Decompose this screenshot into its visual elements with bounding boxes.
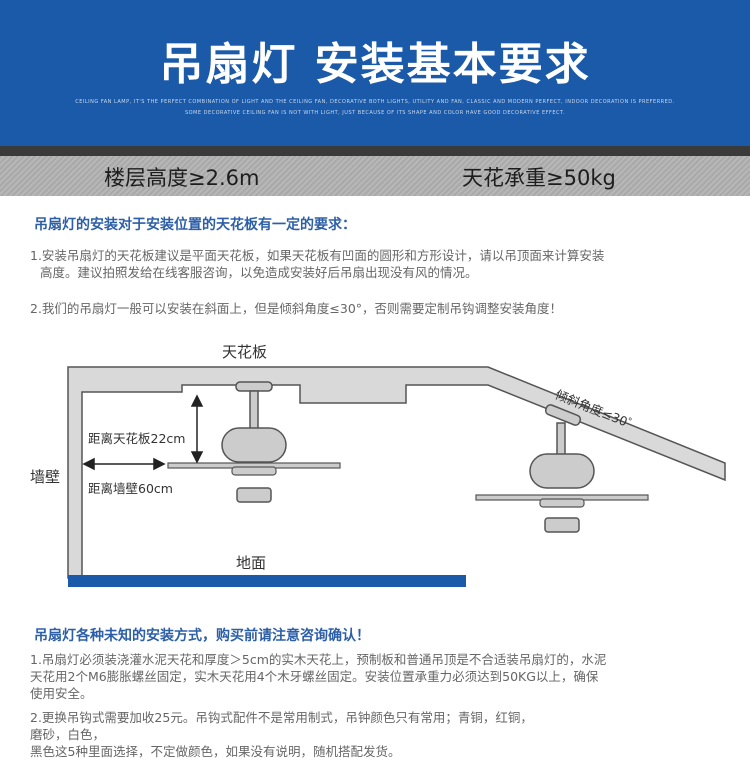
ceiling-load-spec: 天花承重≥50kg — [462, 166, 616, 190]
section2-item1-line1: 1.吊扇灯必须装浇灌水泥天花和厚度＞5cm的实木天花上，预制板和普通吊顶是不合适… — [30, 652, 607, 667]
section2-item2: 2.更换吊钩式需要加收25元。吊钩式配件不是常用制式，吊钟颜色只有常用；青铜，红… — [30, 709, 720, 760]
wall-label: 墙壁 — [30, 468, 61, 486]
section2-item2-line2: 磨砂，白色， — [30, 727, 106, 742]
floor-height-spec: 楼层高度≥2.6m — [104, 166, 260, 190]
section2-item1-line2: 天花用2个M6膨胀螺丝固定，实木天花用4个木牙螺丝固定。安装位置承重力必须达到5… — [30, 669, 599, 684]
ceiling-label: 天花板 — [222, 343, 268, 361]
wall-distance-arrow — [82, 457, 166, 471]
floor-bar — [68, 575, 466, 587]
ceiling-distance-arrow — [190, 394, 204, 464]
ceiling-fan-right — [475, 404, 649, 533]
ceiling-fan-left — [167, 381, 341, 503]
section2-item2-line3: 黑色这5种里面选择，不定做颜色，如果没有说明，随机搭配发货。 — [30, 744, 401, 759]
section1-item1: 1.安装吊扇灯的天花板建议是平面天花板，如果天花板有凹面的圆形和方形设计，请以吊… — [30, 247, 720, 281]
page-title: 吊扇灯 安装基本要求 — [159, 39, 591, 90]
diagram-drawing — [67, 366, 726, 587]
section1-item2: 2.我们的吊扇灯一般可以安装在斜面上，但是倾斜角度≤30°，否则需要定制吊钩调整… — [30, 301, 563, 316]
ceiling-distance-label: 距离天花板22cm — [88, 431, 186, 446]
section2-item2-line1: 2.更换吊钩式需要加收25元。吊钩式配件不是常用制式，吊钟颜色只有常用；青铜，红… — [30, 710, 533, 725]
section2-heading: 吊扇灯各种未知的安装方式，购买前请注意咨询确认！ — [34, 628, 370, 644]
divider-stripe — [0, 146, 750, 156]
installation-diagram: 天花板 墙壁 地面 距离天花板22cm 距离墙壁60cm 倾斜角度≤30゜ — [0, 330, 750, 595]
section2-item1: 1.吊扇灯必须装浇灌水泥天花和厚度＞5cm的实木天花上，预制板和普通吊顶是不合适… — [30, 651, 720, 702]
section1-item1-line1: 1.安装吊扇灯的天花板建议是平面天花板，如果天花板有凹面的圆形和方形设计，请以吊… — [30, 248, 605, 263]
section1-heading: 吊扇灯的安装对于安装位置的天花板有一定的要求： — [34, 217, 356, 233]
header-subtitle: SOME DECORATIVE CEILING FAN IS NOT WITH … — [184, 110, 566, 116]
wall-ceiling-shape — [67, 366, 726, 579]
header-subtitle: CEILING FAN LAMP, IT'S THE PERFECT COMBI… — [75, 99, 675, 105]
header-banner: 吊扇灯 安装基本要求 CEILING FAN LAMP, IT'S THE PE… — [0, 0, 750, 146]
spec-bar: 楼层高度≥2.6m 天花承重≥50kg — [0, 156, 750, 196]
wall-distance-label: 距离墙壁60cm — [88, 481, 173, 496]
floor-label: 地面 — [236, 554, 267, 572]
section1-item1-line2: 高度。建议拍照发给在线客服咨询，以免造成安装好后吊扇出现没有风的情况。 — [40, 265, 478, 280]
section2-item1-line3: 使用安全。 — [30, 686, 93, 701]
